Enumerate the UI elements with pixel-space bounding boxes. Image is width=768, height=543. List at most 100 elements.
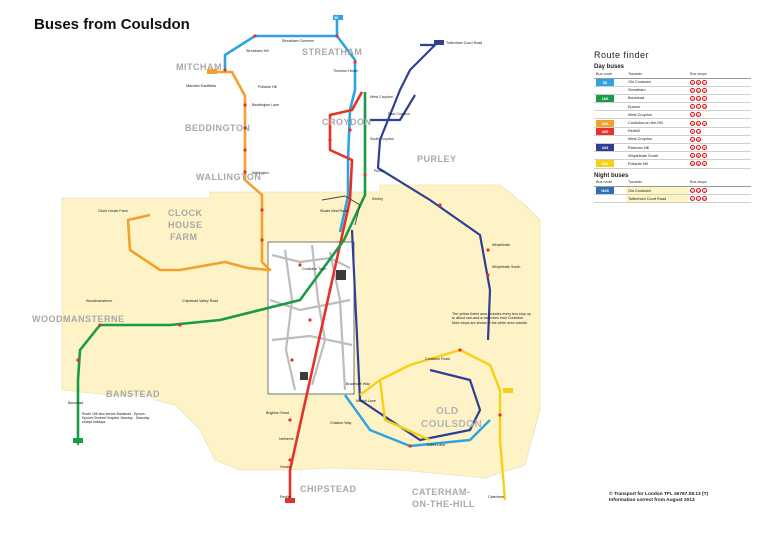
- area-streatham: STREATHAM: [302, 47, 362, 57]
- stop-marker[interactable]: [243, 170, 247, 174]
- route-cell: 60: [594, 78, 626, 87]
- towards-cell: Redhill: [626, 127, 688, 136]
- stop-marker[interactable]: [98, 323, 102, 327]
- stop-marker[interactable]: [243, 148, 247, 152]
- stop-label: Chipstead Valley Road: [182, 299, 218, 303]
- stop-marker[interactable]: [298, 263, 302, 267]
- route-finder-title: Route finder: [594, 50, 650, 60]
- route-badge[interactable]: 434: [596, 144, 614, 152]
- route-badge[interactable]: 166: [596, 94, 614, 102]
- railway-station-icon: [300, 372, 308, 380]
- bus-stop-letter-icon: B: [696, 79, 701, 85]
- bus-stop-letter-icon: Y: [696, 145, 701, 151]
- area-chipstead: CHIPSTEAD: [300, 484, 357, 494]
- stop-marker[interactable]: [308, 318, 312, 322]
- area-caterham-2: ON-THE-HILL: [412, 499, 475, 509]
- stop-marker[interactable]: [243, 126, 247, 130]
- stop-marker[interactable]: [353, 60, 357, 64]
- route-cell: 434: [594, 143, 626, 153]
- bus-stop-letter-icon: F: [702, 87, 707, 93]
- route-badge-60-label: 60: [335, 16, 339, 20]
- col-towards-header: Towards: [626, 179, 688, 188]
- stop-marker[interactable]: [348, 128, 352, 132]
- route-cell: [594, 110, 626, 120]
- route-badge[interactable]: 463: [596, 160, 614, 168]
- stop-marker[interactable]: [260, 208, 264, 212]
- route-404-line: [126, 70, 272, 272]
- bus-stop-letter-icon: U: [696, 128, 701, 134]
- route-405-line: [288, 91, 364, 498]
- bus-stop-letter-icon: C: [702, 79, 707, 85]
- stop-marker[interactable]: [458, 348, 462, 352]
- stop-marker[interactable]: [408, 444, 412, 448]
- stop-marker[interactable]: [76, 358, 80, 362]
- col-stops-header: Bus stops: [688, 179, 751, 188]
- bus-stop-letter-icon: J: [702, 188, 707, 194]
- route-badge[interactable]: 60: [596, 78, 614, 86]
- copyright-line: © Transport for London TFL 26767.08.13 (…: [609, 492, 709, 497]
- route-badge-405: [285, 498, 295, 503]
- stop-marker[interactable]: [486, 248, 490, 252]
- stop-marker[interactable]: [288, 458, 292, 462]
- copyright-line: Information correct from August 2013: [609, 498, 695, 503]
- bus-stop-letter-icon: Q: [690, 120, 695, 126]
- stop-marker[interactable]: [498, 413, 502, 417]
- route-badge-463: [503, 388, 513, 393]
- stop-marker[interactable]: [328, 288, 332, 292]
- bus-stop-letter-icon: R: [696, 120, 701, 126]
- stop-marker[interactable]: [290, 358, 294, 362]
- area-old-coulsdon-2: COULSDON: [421, 419, 482, 430]
- route-badge[interactable]: 405: [596, 127, 614, 135]
- route-badge[interactable]: N68: [596, 187, 614, 195]
- bus-stop-letter-icon: D: [690, 87, 695, 93]
- stop-marker[interactable]: [243, 103, 247, 107]
- stop-marker[interactable]: [223, 68, 227, 72]
- bus-stop-letter-icon: K: [690, 104, 695, 110]
- stop-marker[interactable]: [288, 418, 292, 422]
- bus-stop-letter-icon: F: [702, 161, 707, 167]
- route-badge[interactable]: 404: [596, 119, 614, 127]
- stop-marker[interactable]: [253, 34, 257, 38]
- stop-marker[interactable]: [486, 273, 490, 277]
- route-badge-166: [73, 438, 83, 443]
- stop-marker[interactable]: [178, 323, 182, 327]
- bus-stop-letter-icon: E: [696, 87, 701, 93]
- bus-stop-letter-icon: V: [690, 136, 695, 142]
- stop-label: Woodmansterne: [86, 299, 112, 303]
- area-woodmansterne: WOODMANSTERNE: [32, 314, 125, 324]
- stop-marker[interactable]: [260, 238, 264, 242]
- stop-marker[interactable]: [363, 173, 367, 177]
- route-badge-60: [333, 15, 343, 20]
- bus-stop-letter-icon: G: [690, 188, 695, 194]
- bus-stop-letter-icon: C: [702, 153, 707, 159]
- route-cell: N68: [594, 186, 626, 196]
- stop-marker[interactable]: [328, 138, 332, 142]
- stop-label: Clock House Farm: [98, 209, 128, 213]
- stop-marker[interactable]: [438, 203, 442, 207]
- route-badge-434: [434, 40, 444, 45]
- towards-cell: Whyteleafe South: [626, 151, 688, 161]
- stop-marker[interactable]: [335, 34, 339, 38]
